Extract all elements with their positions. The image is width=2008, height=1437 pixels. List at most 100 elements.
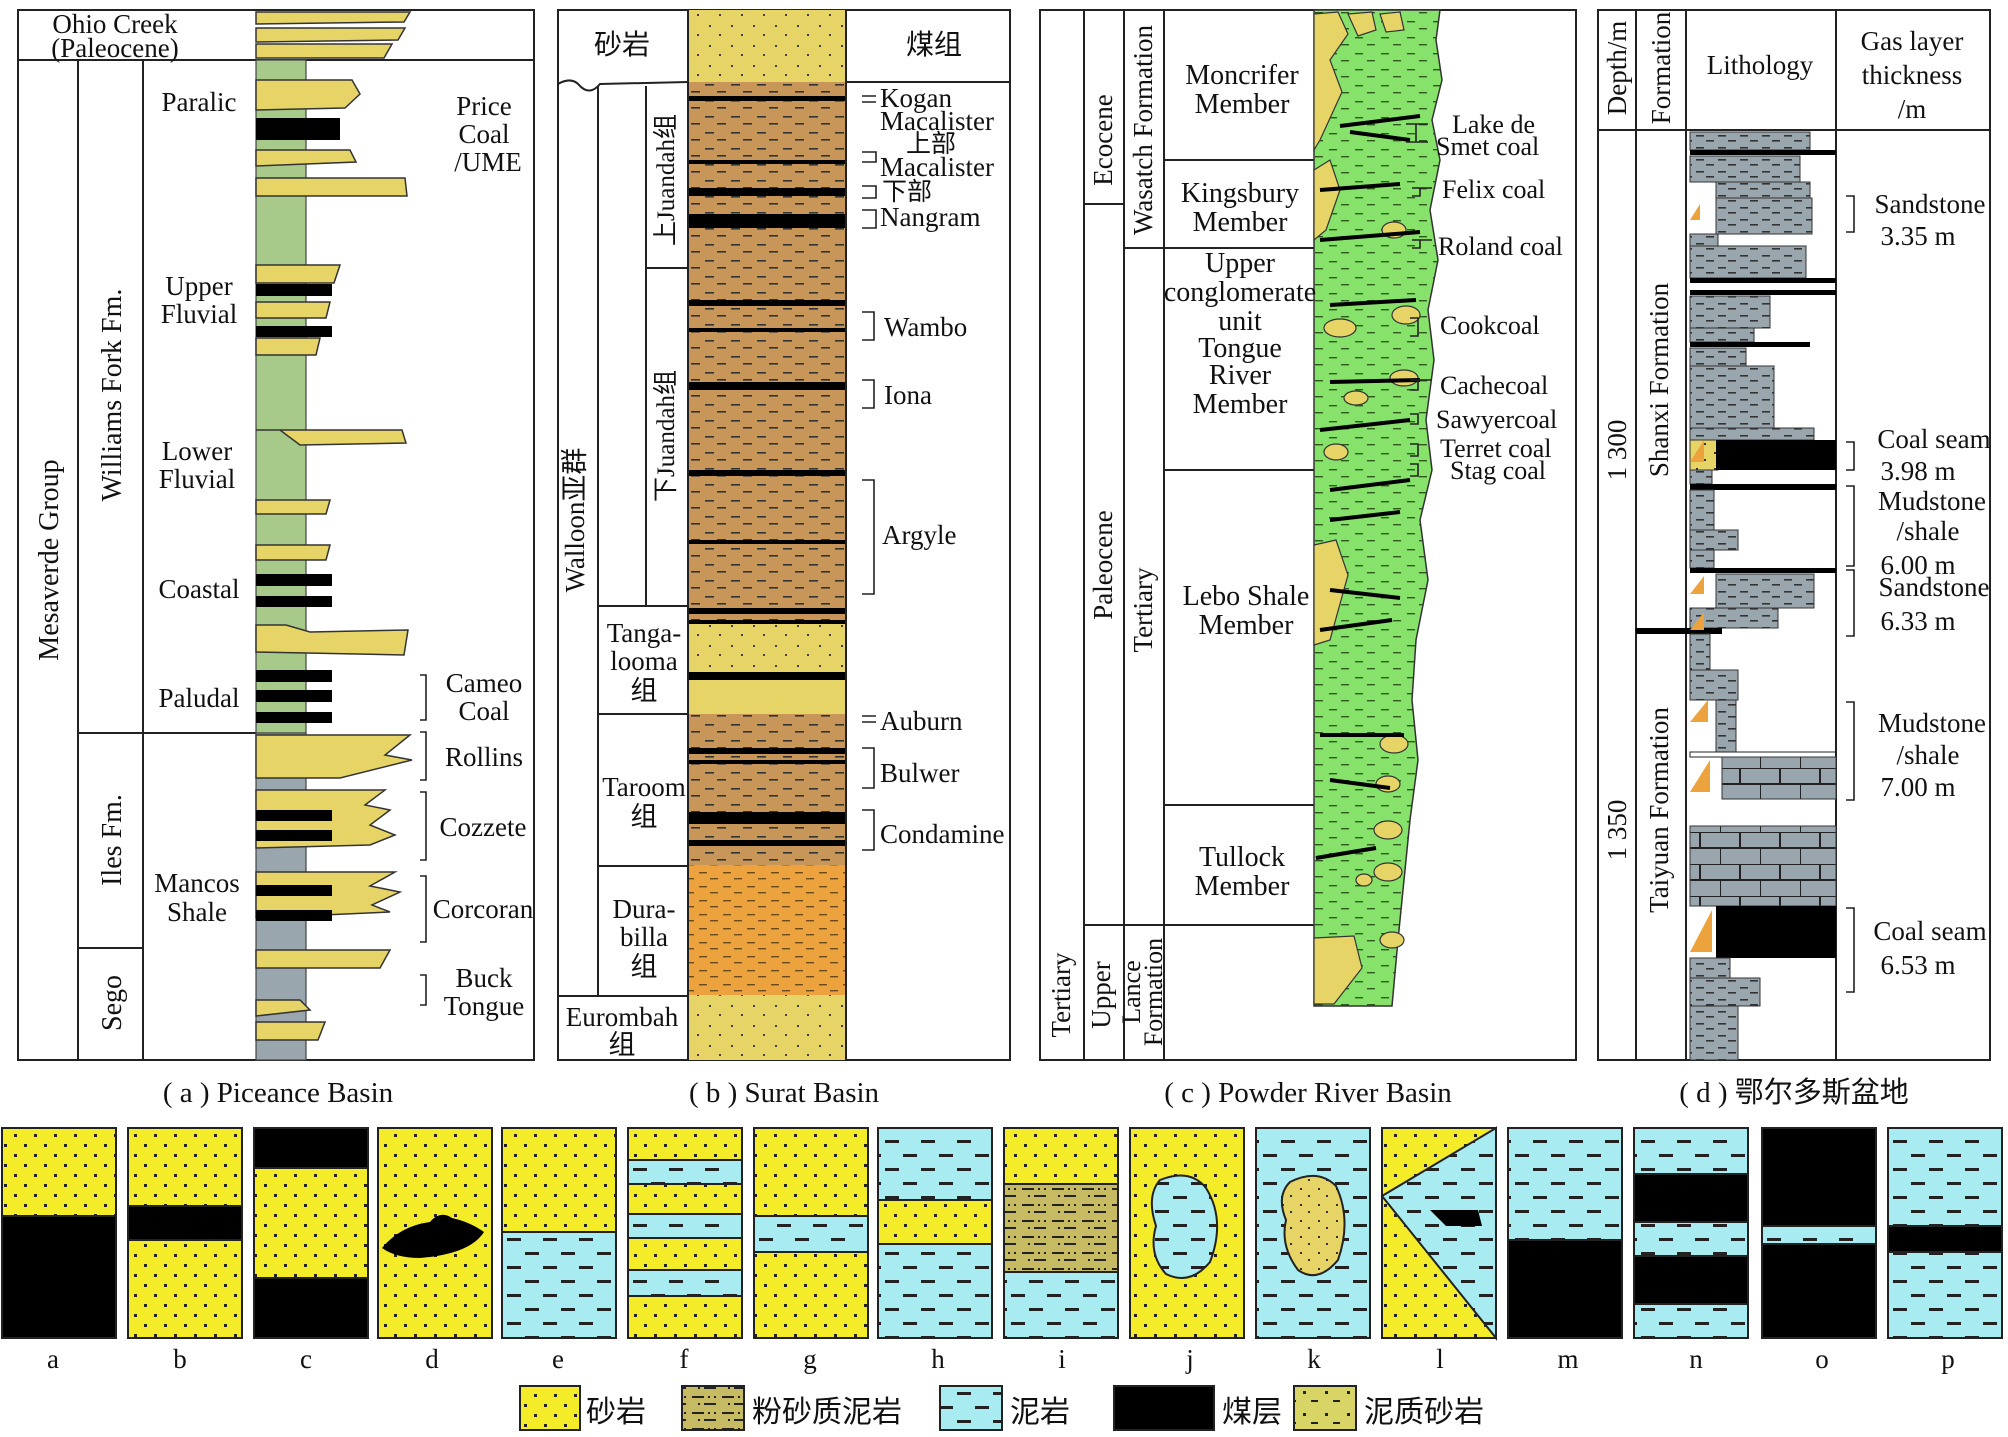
c-cache: Cachecoal	[1440, 371, 1548, 400]
panel-d-frame	[1597, 9, 1991, 1061]
c-wasatch: Wasatch Formation	[1128, 24, 1158, 235]
b-walloon: Walloon亚群	[560, 448, 590, 593]
a-brackets	[420, 674, 427, 1006]
letter-j: j	[1185, 1344, 1194, 1374]
box-k	[1255, 1127, 1371, 1339]
c-moncrifer-1: Moncrifer	[1185, 60, 1299, 91]
d-layer-4a: Sandstone	[1879, 572, 1990, 602]
d-layer-6b: 6.53 m	[1880, 950, 1955, 980]
a-paludal: Paludal	[159, 683, 240, 713]
a-price-2: Coal	[459, 119, 510, 149]
a-coastal: Coastal	[159, 574, 240, 604]
c-coal-lines	[1315, 114, 1421, 860]
letter-h: h	[931, 1344, 945, 1374]
c-lance-1: Lance	[1117, 960, 1146, 1024]
legend-label-mudstone: 泥岩	[1010, 1396, 1070, 1429]
c-column	[1313, 9, 1443, 1007]
d-layer-5c: 7.00 m	[1880, 772, 1955, 802]
b-upper-juandah: 上Juandah组	[652, 114, 680, 246]
d-layer-6a: Coal seam	[1873, 916, 1986, 946]
legend-label-silty-mudstone: 粉砂质泥岩	[752, 1396, 902, 1429]
d-orange-markers	[1690, 204, 1712, 952]
d-layer-3a: Mudstone	[1878, 486, 1986, 516]
a-buck-2: Tongue	[444, 991, 525, 1021]
b-lower-part: 下部	[882, 178, 932, 206]
a-sand-tongues	[255, 11, 413, 1041]
legend-label-coal: 煤层	[1222, 1396, 1282, 1429]
c-tongue-5: River	[1209, 360, 1272, 391]
box-c	[253, 1127, 369, 1339]
a-williams-fork: Williams Fork Fm.	[97, 289, 128, 502]
d-layer-3b: /shale	[1897, 516, 1960, 546]
box-a	[1, 1127, 117, 1339]
a-column-green	[255, 59, 307, 734]
legend-label-argillaceous-sand: 泥质砂岩	[1364, 1396, 1484, 1429]
b-taroom-2: 组	[631, 802, 658, 832]
b-condamine: Condamine	[880, 819, 1004, 849]
box-j	[1129, 1127, 1245, 1339]
c-upper: Upper	[1086, 961, 1116, 1028]
b-durabilla-2: billa	[620, 922, 668, 952]
letter-k: k	[1307, 1344, 1321, 1374]
a-cozzete: Cozzete	[440, 812, 527, 842]
d-depth-1350: 1 350	[1602, 800, 1632, 861]
box-e	[501, 1127, 617, 1339]
legend-swatch-mudstone	[939, 1385, 1003, 1431]
a-cameo-1: Cameo	[446, 668, 522, 698]
c-lebo-1: Lebo Shale	[1183, 581, 1310, 612]
panel-d: Depth/m Formation Lithology Gas layer th…	[1597, 9, 1991, 1061]
a-rollins: Rollins	[445, 742, 523, 772]
panel-c: Tertiary Upper Ecocene Paleocene Wasatch…	[1039, 9, 1577, 1061]
c-terret: Terret coal	[1440, 434, 1552, 463]
c-kingsbury-1: Kingsbury	[1181, 178, 1299, 209]
c-tertiary-left: Tertiary	[1046, 952, 1076, 1038]
a-paralic: Paralic	[162, 87, 237, 117]
b-macalister-2: Macalister	[880, 152, 994, 182]
box-i	[1003, 1127, 1119, 1339]
box-f	[627, 1127, 743, 1339]
b-kogan: Kogan	[880, 83, 952, 113]
letter-f: f	[680, 1344, 689, 1374]
d-lithology-bars	[1636, 131, 1837, 1061]
a-price-1: Price	[456, 91, 511, 121]
b-coal-beds	[688, 96, 846, 846]
b-eurombah-1: Eurombah	[566, 1002, 679, 1032]
d-formation-header: Formation	[1646, 11, 1676, 124]
b-bulwer: Bulwer	[880, 758, 959, 788]
c-tertiary-mid: Tertiary	[1128, 567, 1158, 653]
a-corcoran: Corcoran	[433, 894, 534, 924]
a-mesaverde-group: Mesaverde Group	[34, 459, 65, 660]
c-tongue-3: unit	[1218, 306, 1262, 337]
box-n	[1633, 1127, 1749, 1339]
a-cameo-2: Coal	[459, 696, 510, 726]
b-header-sandstone: 砂岩	[594, 29, 650, 61]
panel-b: 砂岩 煤组 Walloon亚群 上Juandah组 下Juandah组 Tang…	[557, 9, 1011, 1061]
a-upper-fluvial-2: Fluvial	[161, 299, 238, 329]
letter-a: a	[47, 1344, 59, 1374]
b-upper-part: 上部	[906, 130, 956, 158]
b-brackets	[862, 95, 877, 851]
box-g	[753, 1127, 869, 1339]
box-o	[1761, 1127, 1877, 1339]
c-stag: Stag coal	[1450, 456, 1546, 485]
d-depth-header: Depth/m	[1602, 21, 1632, 116]
a-iles: Iles Fm.	[97, 794, 128, 886]
legend-swatch-argillaceous-sand	[1293, 1385, 1357, 1431]
c-felix: Felix coal	[1442, 175, 1545, 204]
a-buck-1: Buck	[456, 963, 513, 993]
a-coal-beds	[256, 118, 340, 921]
a-lower-fluvial-2: Fluvial	[159, 464, 236, 494]
d-layer-2a: Coal seam	[1877, 424, 1990, 454]
c-lebo-2: Member	[1199, 610, 1295, 641]
c-tullock-1: Tullock	[1199, 842, 1285, 873]
box-p	[1887, 1127, 2003, 1339]
c-smet-coal: Smet coal	[1436, 132, 1539, 161]
letter-e: e	[552, 1344, 564, 1374]
legend-swatch-silty-mudstone	[681, 1385, 745, 1431]
c-roland: Roland coal	[1438, 232, 1563, 261]
b-macalister-1: Macalister	[880, 106, 994, 136]
b-wambo: Wambo	[884, 312, 967, 342]
box-m	[1507, 1127, 1623, 1339]
caption-c: ( c ) Powder River Basin	[1164, 1077, 1452, 1109]
a-mancos-1: Mancos	[154, 868, 239, 898]
